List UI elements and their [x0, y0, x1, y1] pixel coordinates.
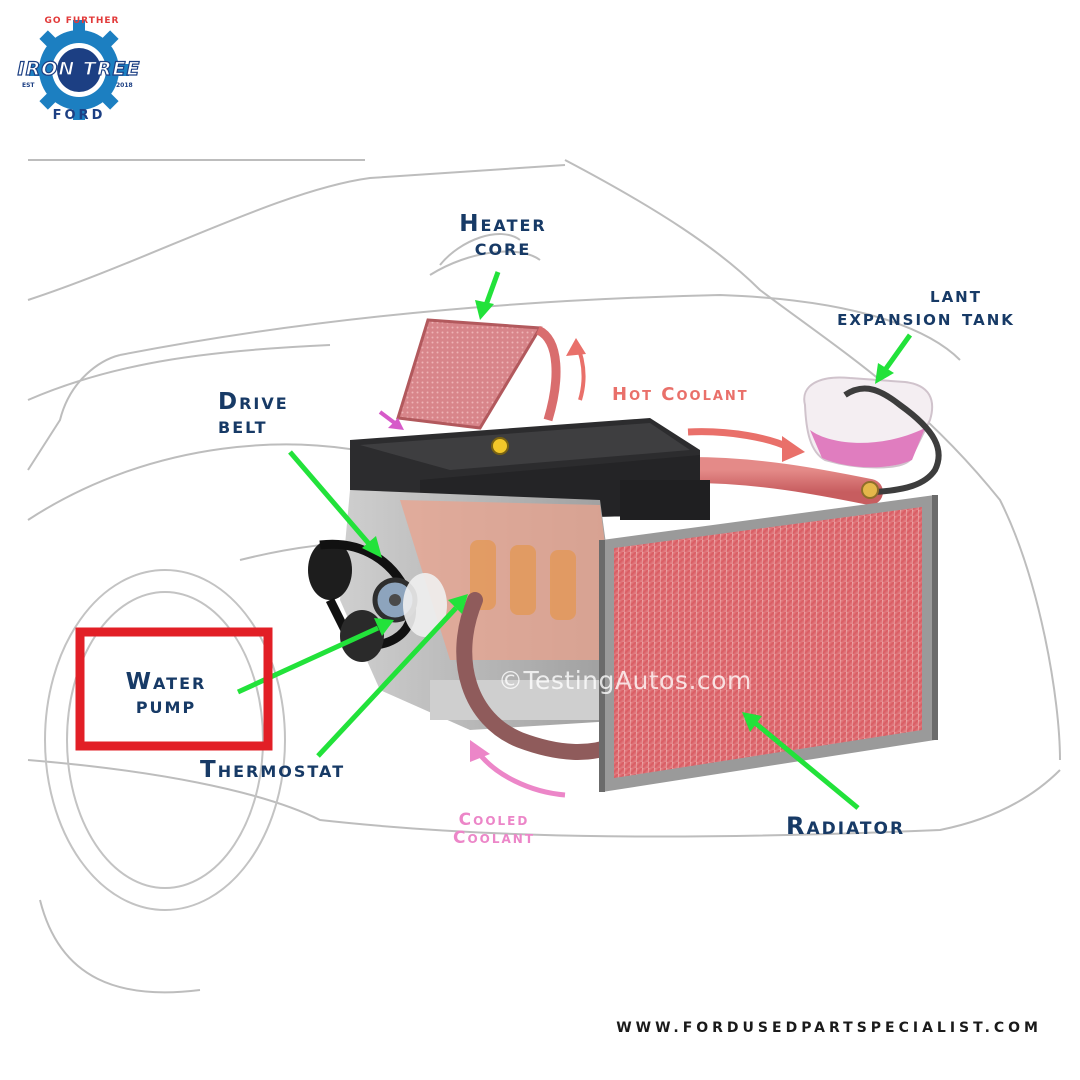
expansion-tank-pointer	[875, 333, 913, 384]
logo-tagline: GO FURTHER	[44, 16, 120, 26]
coolant-expansion-tank	[803, 376, 942, 499]
label-water-pump: Water pump	[86, 670, 246, 718]
heater-inlet-arrow	[378, 410, 404, 430]
heater-core	[396, 318, 586, 430]
label-drive-belt-line2: belt	[218, 413, 268, 440]
label-cooled-coolant-line2: Coolant	[452, 827, 536, 848]
engine-block	[340, 490, 630, 730]
label-drive-belt: Drive belt	[218, 390, 328, 438]
front-wheel	[44, 569, 286, 911]
logo-est: EST	[22, 82, 35, 89]
lower-radiator-hose	[456, 592, 623, 760]
radiator	[599, 495, 938, 792]
logo-brand-name: IRON TREE	[17, 57, 141, 80]
label-cooled-coolant-line1: Cooled	[458, 810, 530, 830]
drive-belt-assembly	[308, 539, 447, 662]
heater-core-pointer	[475, 271, 501, 320]
gear-logo-icon	[29, 20, 129, 120]
label-cooled-coolant: Cooled Coolant	[432, 810, 556, 848]
label-thermostat: Thermostat	[200, 757, 346, 783]
thermostat-pointer	[316, 594, 468, 758]
upper-radiator-hose	[677, 457, 883, 505]
watermark: ©TestingAutos.com	[498, 666, 752, 695]
label-heater-core: Heater core	[438, 212, 568, 260]
label-expansion-tank-line1: lant	[930, 283, 982, 308]
hot-coolant-flow-arrow	[687, 428, 805, 462]
radiator-pointer	[742, 712, 860, 810]
website-url: WWW.FORDUSEDPARTSPECIALIST.COM	[616, 1020, 1042, 1036]
iron-tree-ford-logo: GO FURTHER IRON TREE EST 2018 FORD	[4, 8, 154, 128]
label-expansion-tank: lant expansion tank	[786, 284, 1066, 330]
label-radiator: Radiator	[786, 812, 906, 840]
label-drive-belt-line1: Drive	[218, 389, 289, 415]
label-water-pump-line2: pump	[135, 693, 197, 720]
pointer-arrows	[236, 271, 913, 810]
logo-year: 2018	[116, 82, 133, 89]
label-expansion-tank-line2: expansion tank	[837, 306, 1015, 332]
drive-belt-pointer	[288, 450, 382, 558]
label-heater-core-line2: core	[474, 235, 532, 262]
logo-make: FORD	[52, 108, 106, 123]
cooled-coolant-flow-arrow	[470, 740, 566, 798]
water-pump-highlight-box	[75, 627, 273, 751]
label-water-pump-line1: Water	[125, 669, 207, 695]
label-hot-coolant: Hot Coolant	[612, 384, 749, 405]
label-heater-core-line1: Heater	[459, 211, 547, 237]
water-pump-pointer	[236, 618, 394, 695]
